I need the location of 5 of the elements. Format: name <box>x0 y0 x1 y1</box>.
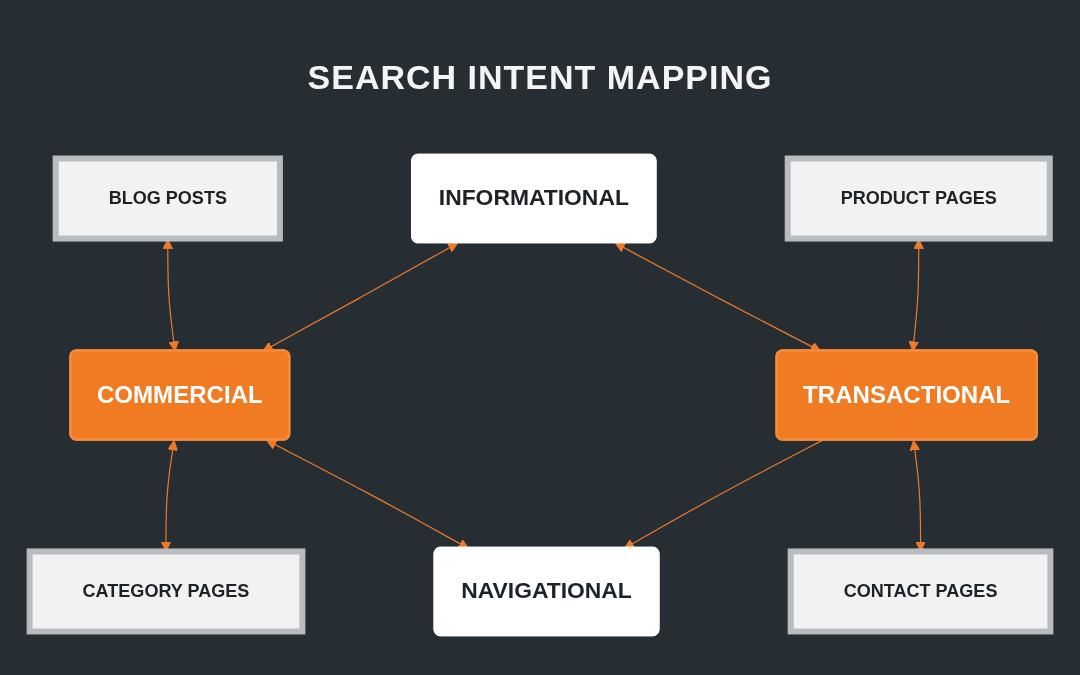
diagram-title: SEARCH INTENT MAPPING <box>307 58 773 97</box>
node-box: CONTACT PAGES <box>787 548 1054 635</box>
node-box: BLOG POSTS <box>52 155 283 242</box>
node-box: PRODUCT PAGES <box>784 155 1053 242</box>
node-box: CATEGORY PAGES <box>26 548 306 635</box>
